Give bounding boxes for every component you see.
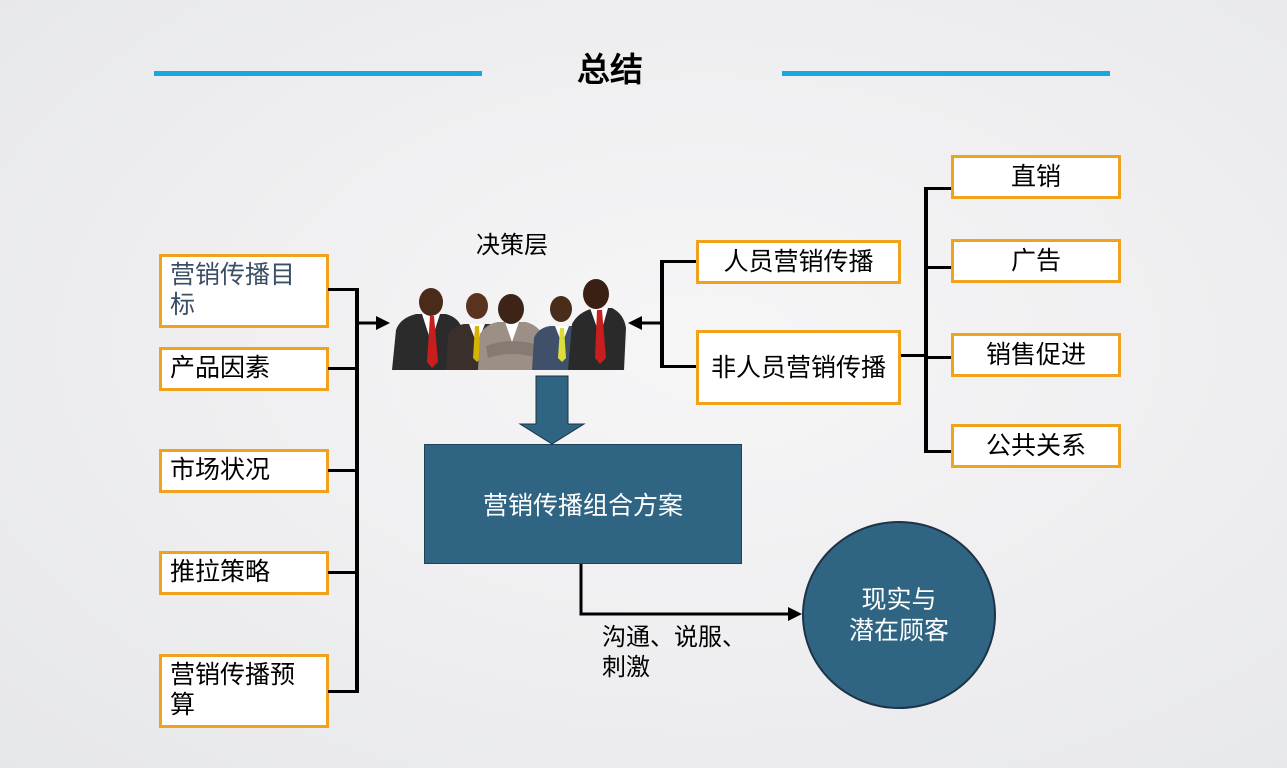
factor-box-budget: 营销传播预算 (159, 654, 329, 728)
tool-box-sales-promotion: 销售促进 (951, 333, 1121, 377)
flow-label-line: 沟通、说服、 (602, 623, 746, 651)
channel-box-non-personal: 非人员营销传播 (696, 330, 901, 405)
arrow-left-to-decision (358, 316, 390, 330)
left-connector-tick (328, 288, 357, 291)
decision-layer-label: 决策层 (476, 231, 548, 259)
tools-connector-tick (924, 356, 951, 359)
left-connector-tick (328, 690, 357, 693)
channel-box-personal: 人员营销传播 (696, 240, 901, 284)
factor-box-market: 市场状况 (159, 449, 329, 493)
tools-connector-tick (924, 450, 951, 453)
left-connector-tick (328, 367, 357, 370)
businessmen-group-icon (392, 279, 626, 370)
left-connector-vertical (355, 288, 359, 693)
page-title: 总结 (577, 50, 643, 89)
tools-connector-tick (924, 187, 951, 190)
tools-connector-vertical (924, 187, 928, 453)
factor-box-push-pull: 推拉策略 (159, 551, 329, 595)
tools-connector-tick (924, 266, 951, 269)
flow-label-line: 刺激 (602, 653, 650, 681)
down-arrow-icon (518, 375, 586, 445)
factor-box-product: 产品因素 (159, 347, 329, 391)
tool-box-advertising: 广告 (951, 239, 1121, 283)
arrow-plan-to-customer (579, 564, 802, 621)
title-rule-left (154, 71, 482, 76)
tool-box-direct: 直销 (951, 155, 1121, 199)
factor-box-objective: 营销传播目标 (159, 254, 329, 328)
tools-connector-join (901, 354, 926, 357)
customer-label-line: 现实与 (861, 585, 937, 614)
customer-node: 现实与 潜在顾客 (802, 521, 996, 709)
plan-box: 营销传播组合方案 (424, 444, 742, 564)
flow-label: 沟通、说服、 刺激 (602, 622, 746, 682)
left-connector-tick (328, 571, 357, 574)
channel-connector-vertical (660, 260, 664, 368)
left-connector-tick (328, 469, 357, 472)
title-rule-right (782, 71, 1110, 76)
customer-label-line: 潜在顾客 (848, 616, 949, 645)
arrow-channels-to-decision (628, 316, 662, 330)
channel-connector-tick (660, 365, 696, 368)
channel-connector-tick (660, 260, 696, 263)
tool-box-public-relations: 公共关系 (951, 424, 1121, 468)
